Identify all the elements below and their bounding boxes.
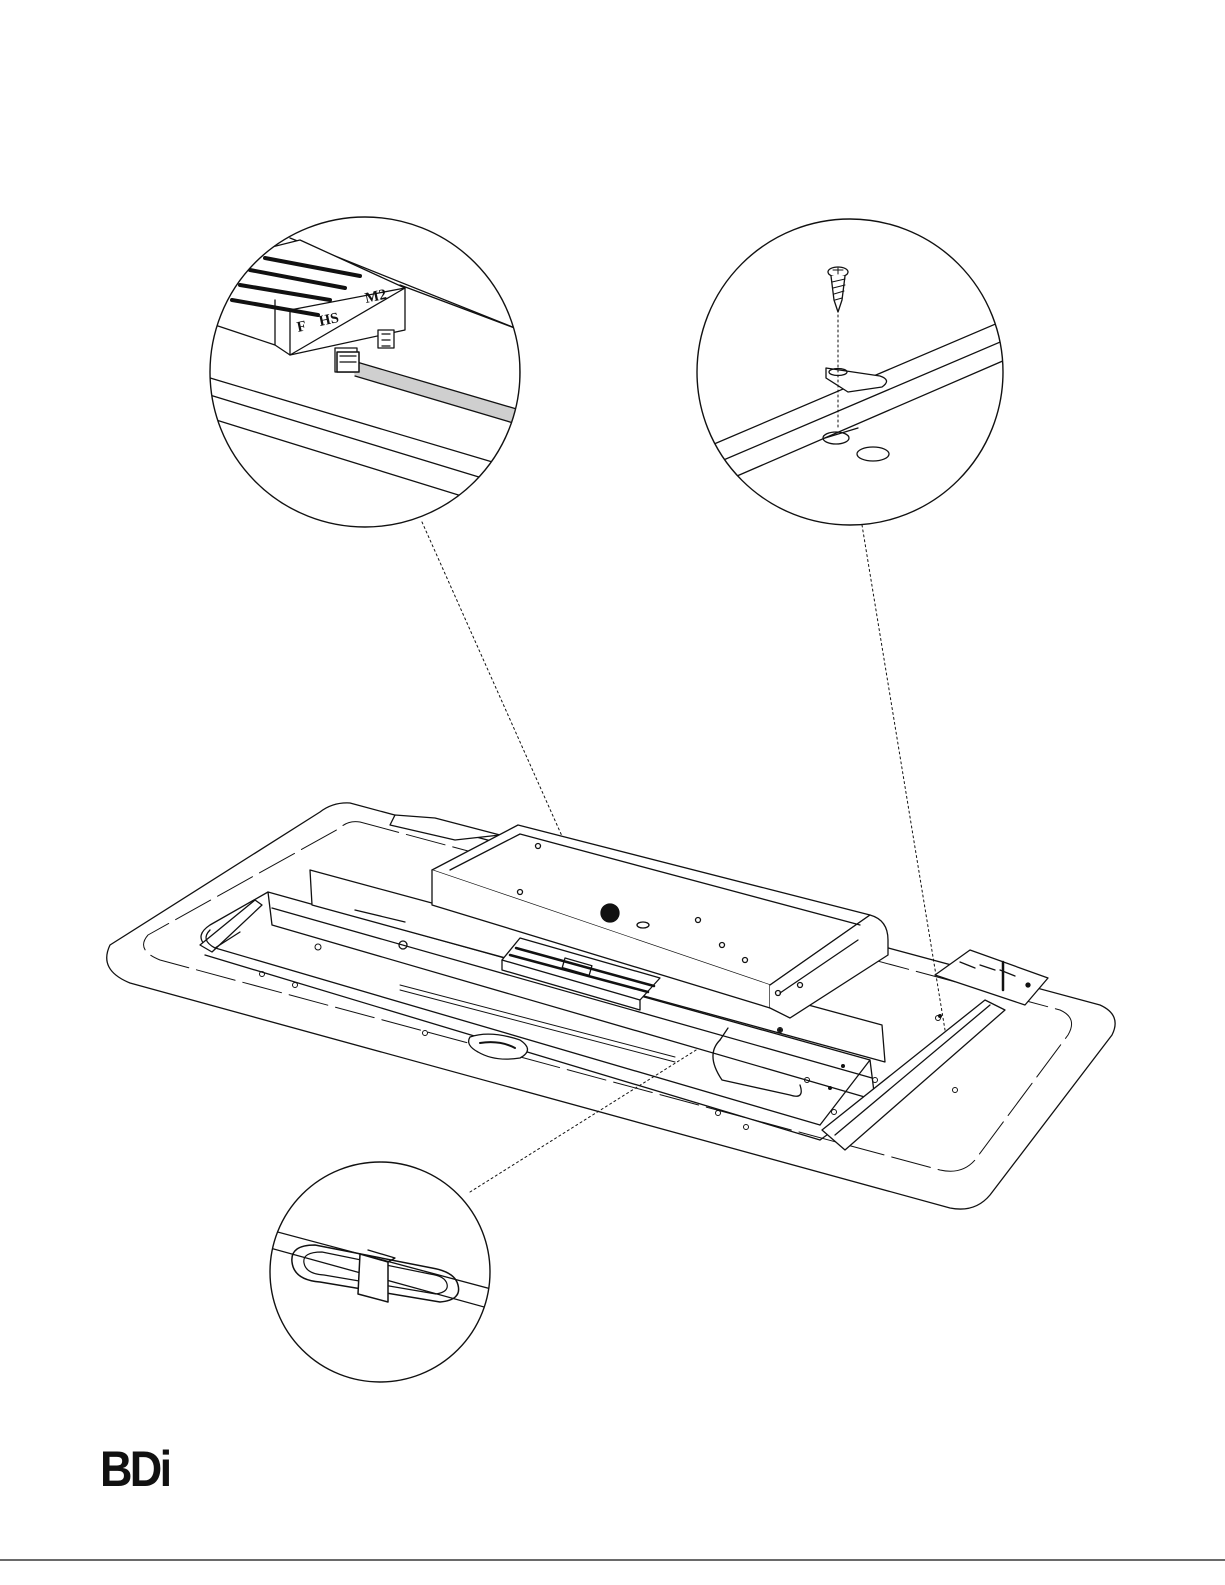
desk-underside-assembly [107,803,1115,1209]
brand-logo: BDi [100,1444,169,1494]
handset-bracket [935,950,1048,1005]
detail-callout-connector: F HS M2 [200,217,620,545]
detail-callout-screw [697,219,1005,525]
detail-callout-cable-clip [270,1162,495,1382]
port-label-m2: M2 [364,287,389,307]
screw-icon [828,267,848,312]
